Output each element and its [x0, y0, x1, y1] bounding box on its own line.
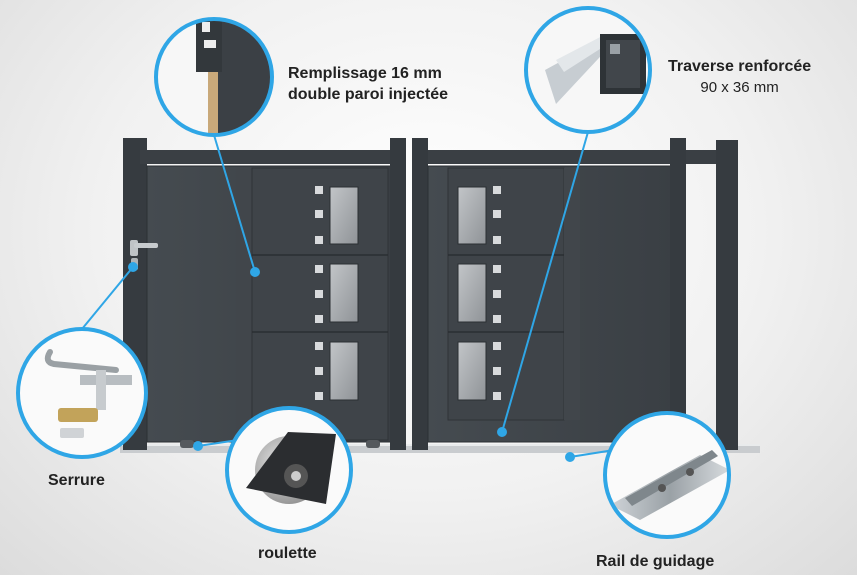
gate	[123, 138, 738, 450]
traverse-label: Traverse renforcée 90 x 36 mm	[668, 56, 811, 98]
remplissage-title: Remplissage 16 mm	[288, 65, 442, 82]
remplissage-subtitle: double paroi injectée	[288, 86, 449, 103]
traverse-title: Traverse renforcée	[668, 58, 812, 75]
remplissage-label: Remplissage 16 mm double paroi injectée	[288, 63, 448, 105]
traverse-subtitle: 90 x 36 mm	[700, 79, 779, 96]
callout-connectors	[81, 131, 615, 462]
roulette-label: roulette	[258, 545, 317, 562]
serrure-label: Serrure	[48, 472, 105, 489]
traverse-callout-image	[524, 6, 652, 134]
roulette-callout-image	[225, 406, 353, 534]
rail-callout-image	[603, 411, 731, 539]
rail-label: Rail de guidage	[596, 553, 715, 570]
remplissage-callout-image	[154, 17, 274, 137]
guide-rail	[120, 444, 760, 453]
serrure-callout-image	[16, 327, 148, 459]
